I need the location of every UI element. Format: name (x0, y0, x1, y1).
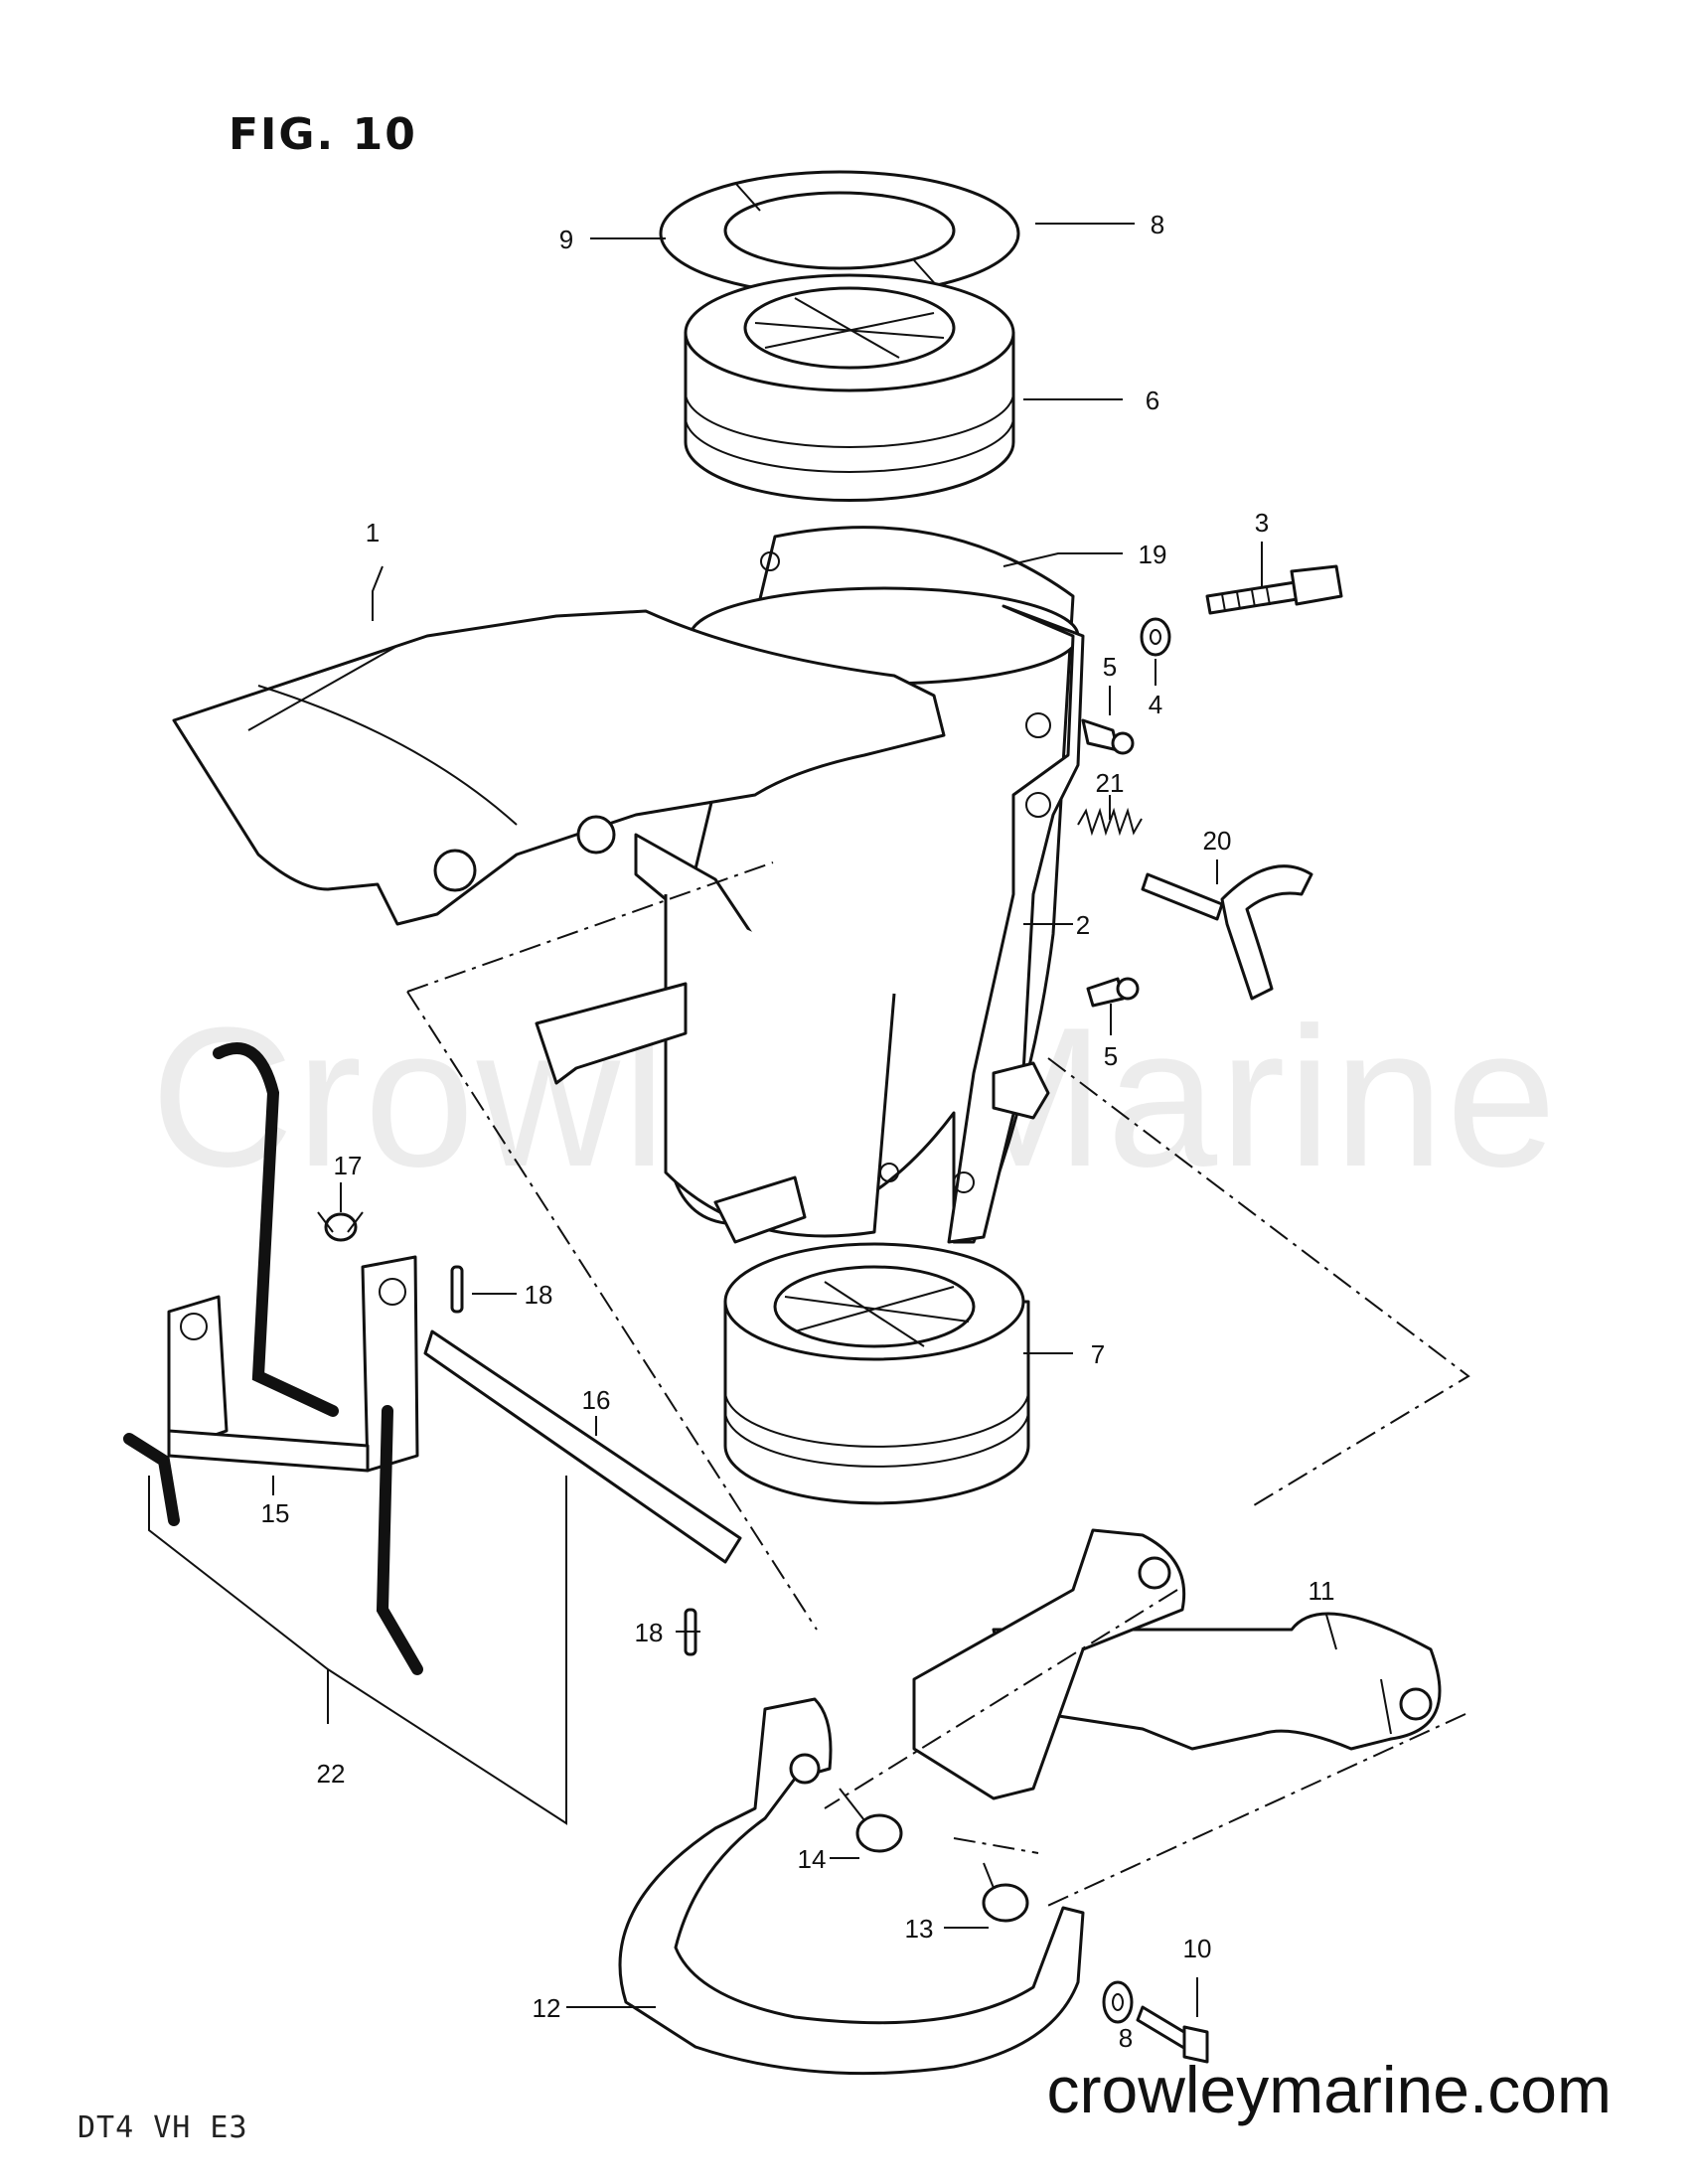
part-2-lower-tube (535, 894, 896, 1244)
callout-8-left: 9 (559, 225, 573, 254)
part-5-grease-nipple-upper (1081, 718, 1135, 755)
part-15-clamp-lever (123, 1042, 423, 1675)
callout-9: 11 (1309, 1576, 1335, 1606)
part-5-grease-nipple-lower (1086, 977, 1140, 1008)
part-9-mounting-arm (912, 1528, 1186, 1800)
part-7-lower-bushing (723, 1242, 1030, 1505)
callout-17: 17 (334, 1151, 363, 1180)
part-3-bolt (1205, 564, 1343, 615)
callout-7: 7 (1091, 1339, 1105, 1369)
callout-8-right: 8 (1151, 210, 1164, 239)
callout-21: 21 (1096, 768, 1125, 798)
part-8-thrust-ring (659, 170, 1020, 297)
part-9-tilt-stopper (992, 1612, 1442, 1751)
part-16-rod (423, 1329, 742, 1564)
part-10-tilt-handle (618, 1697, 1085, 2076)
callout-16: 16 (582, 1385, 611, 1415)
callout-6: 6 (1146, 386, 1159, 415)
website-url: crowleymarine.com (1046, 2053, 1612, 2126)
callout-5-upper: 5 (1103, 652, 1117, 682)
callout-10: 12 (533, 1993, 561, 2023)
callout-18-lower: 18 (635, 1618, 664, 1647)
callout-18-upper: 18 (525, 1280, 553, 1310)
callout-2: 2 (1076, 910, 1090, 940)
callout-11: 10 (1183, 1934, 1212, 1963)
callout-22: 22 (317, 1759, 346, 1789)
callout-13: 13 (905, 1914, 934, 1944)
assembly-lines (406, 861, 1470, 1909)
part-14-spring-clip (839, 1788, 903, 1853)
leader-lines (148, 223, 1337, 2017)
model-code: DT4 VH E3 (77, 2110, 248, 2145)
part-11-bolt (1136, 2005, 1209, 2064)
part-18-pin-upper (450, 1265, 464, 1314)
callout-1: 1 (366, 518, 380, 547)
callout-labels: 9 8 6 1 19 3 4 5 21 20 2 5 7 17 18 16 15… (261, 210, 1335, 2053)
callout-3: 3 (1255, 508, 1269, 538)
callout-5-lower: 5 (1104, 1041, 1118, 1071)
part-13-spring-clip (982, 1862, 1029, 1923)
callout-4: 4 (1149, 690, 1162, 719)
callout-12: 8 (1119, 2023, 1133, 2053)
figure-title: FIG. 10 (229, 109, 417, 160)
callout-15: 15 (261, 1498, 290, 1528)
part-6-upper-bushing (684, 273, 1015, 503)
part-17-spring-clip (317, 1211, 364, 1242)
callout-19: 19 (1139, 540, 1167, 569)
callout-20: 20 (1203, 826, 1232, 856)
part-12-washer (1102, 1980, 1134, 2024)
callout-14: 14 (798, 1844, 827, 1874)
part-21-spring (1077, 807, 1143, 837)
part-20-wing-screw (1141, 864, 1313, 1001)
part-4-washer (1140, 617, 1171, 657)
